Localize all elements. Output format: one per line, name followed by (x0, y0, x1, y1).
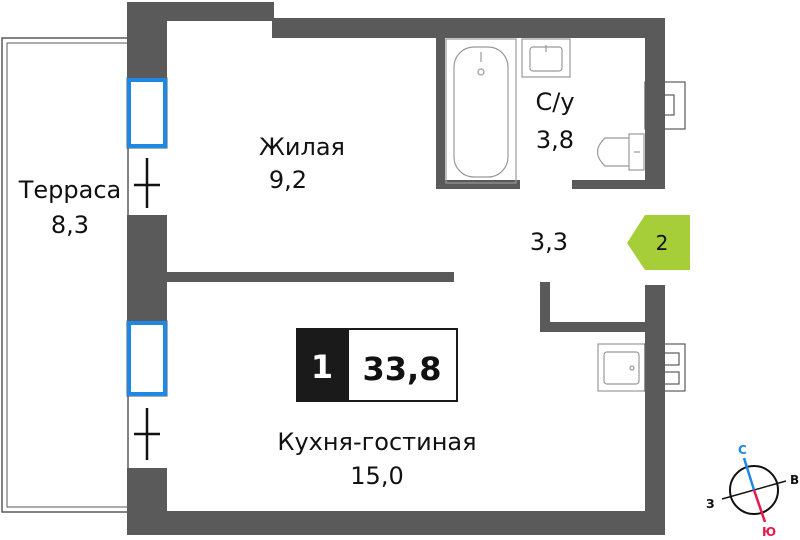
window-kitchen (126, 320, 168, 397)
compass-south: Ю (762, 525, 776, 539)
stove-icon (644, 343, 686, 392)
kitchen-sink-icon (597, 343, 646, 392)
compass: С В Ю З (706, 443, 799, 539)
room-living: Жилая 9,2 (259, 133, 345, 194)
toilet-icon (596, 133, 645, 171)
badge-rooms: 1 (311, 348, 333, 386)
socket-icon (644, 81, 686, 130)
terrace-outline (1, 37, 129, 513)
badge-total-area: 33,8 (363, 350, 442, 388)
room-kitchen-name: Кухня-гостиная (277, 428, 476, 456)
room-living-area: 9,2 (269, 166, 307, 194)
room-terrace-name: Терраса (18, 176, 122, 204)
window-living (126, 77, 168, 149)
compass-north: С (738, 443, 747, 457)
room-kitchen: Кухня-гостиная 15,0 (277, 428, 476, 490)
entrance-number: 2 (656, 231, 669, 255)
compass-east: В (790, 473, 799, 487)
bathtub-icon (445, 38, 517, 184)
room-hall: 3,3 (530, 228, 568, 256)
room-bathroom-name: С/у (535, 88, 574, 116)
terrace-doors (134, 158, 160, 460)
room-kitchen-area: 15,0 (350, 462, 403, 490)
room-bathroom: С/у 3,8 (535, 88, 574, 154)
room-bathroom-area: 3,8 (536, 126, 574, 154)
room-terrace-area: 8,3 (51, 211, 89, 239)
room-hall-area: 3,3 (530, 228, 568, 256)
sink-icon (521, 38, 571, 78)
room-living-name: Жилая (259, 133, 345, 161)
compass-west: З (706, 497, 715, 511)
apartment-badge: 1 33,8 (296, 328, 458, 402)
entrance-marker: 2 (627, 215, 690, 270)
windows (126, 77, 168, 397)
room-terrace: Терраса 8,3 (18, 176, 122, 239)
walls (127, 2, 665, 535)
